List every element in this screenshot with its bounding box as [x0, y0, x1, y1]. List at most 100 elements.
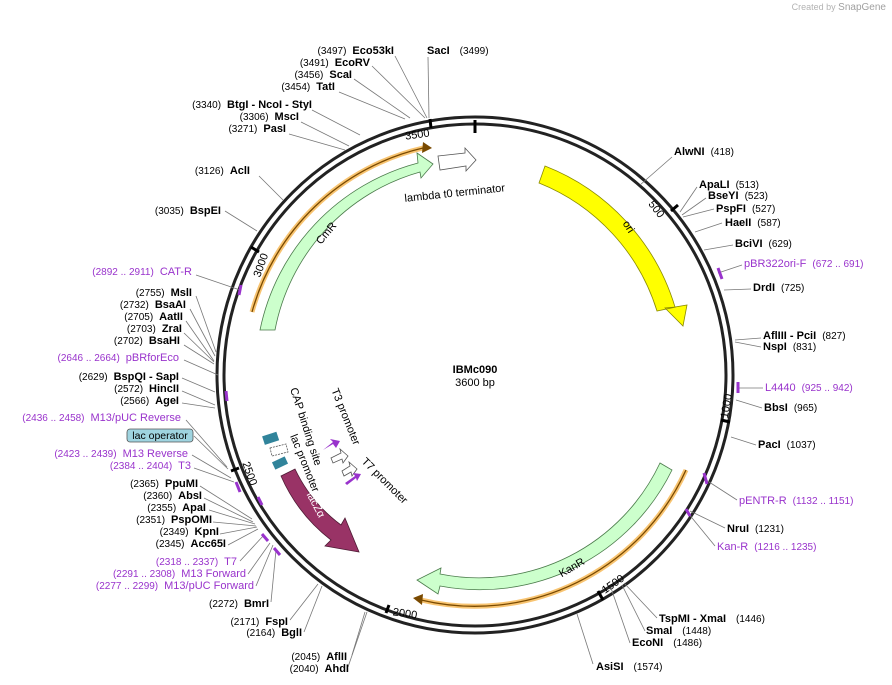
- enzyme-drdi[interactable]: DrdI(725): [753, 282, 804, 294]
- primer-pentr-r[interactable]: pENTR-R(1132 .. 1151): [739, 495, 853, 507]
- enzyme-bseyi[interactable]: BseYI(523): [708, 190, 768, 202]
- enzyme-aflii[interactable]: (2045)AflII: [291, 651, 347, 663]
- tick-1000-mark: [720, 418, 731, 424]
- primer-cat-r[interactable]: (2892 .. 2911)CAT-R: [92, 266, 192, 278]
- leader-pentr: [705, 479, 738, 501]
- enzyme-kpni[interactable]: (2349)KpnI: [160, 526, 219, 538]
- leader-acli: [258, 175, 284, 201]
- leader-bspei: [224, 210, 258, 232]
- primer-l4440[interactable]: L4440(925 .. 942): [765, 382, 853, 394]
- primer-m13puc-forward[interactable]: (2277 .. 2299)M13/pUC Forward: [96, 580, 254, 592]
- plasmid-name: IBMc090: [453, 364, 498, 376]
- enzyme-smai[interactable]: SmaI(1448): [646, 625, 711, 637]
- enzyme-nrui[interactable]: NruI(1231): [727, 523, 784, 535]
- enzyme-asisi[interactable]: AsiSI(1574): [596, 661, 662, 673]
- enzyme-bsahi[interactable]: (2702)BsaHI: [114, 335, 180, 347]
- enzyme-haeii[interactable]: HaeII(587): [725, 217, 781, 229]
- enzyme-bsaai[interactable]: (2732)BsaAI: [120, 299, 186, 311]
- left-labels: (2892 .. 2911)CAT-R (2755)MslI (2732)Bsa…: [22, 266, 302, 639]
- t3-white-arrow: [330, 447, 349, 464]
- leader-bseyi: [681, 197, 707, 216]
- enzyme-acc65i[interactable]: (2345)Acc65I: [156, 538, 226, 550]
- enzyme-hincii[interactable]: (2572)HincII: [114, 383, 179, 395]
- t3-promoter-arrow: [323, 439, 340, 450]
- enzyme-bspei[interactable]: (3035)BspEI: [155, 205, 221, 217]
- primer-t7[interactable]: (2318 .. 2337)T7: [156, 556, 237, 568]
- primer-m13puc-reverse[interactable]: (2436 .. 2458)M13/pUC Reverse: [22, 412, 181, 424]
- enzyme-bbsi[interactable]: BbsI(965): [764, 402, 817, 414]
- enzyme-apai[interactable]: (2355)ApaI: [147, 502, 206, 514]
- leader-kanr-primer: [687, 512, 716, 547]
- enzyme-alwni[interactable]: AlwNI(418): [674, 146, 734, 158]
- primer-pbr322orif-mark: [716, 267, 724, 280]
- enzyme-msli[interactable]: (2755)MslI: [136, 287, 192, 299]
- leader-pspomi: [212, 521, 257, 527]
- enzyme-ppumi[interactable]: (2365)PpuMI: [130, 478, 198, 490]
- enzyme-agei[interactable]: (2566)AgeI: [120, 395, 179, 407]
- enzyme-msci[interactable]: (3306)MscI: [240, 111, 299, 123]
- leader-t3: [193, 467, 235, 483]
- enzyme-econi[interactable]: EcoNI(1486): [632, 637, 702, 649]
- cmr-feature: [259, 152, 434, 331]
- cmr-orf-arrowhead: [422, 142, 432, 153]
- leader-agei: [181, 402, 216, 409]
- enzyme-tspmi-xmai[interactable]: TspMI - XmaI(1446): [659, 613, 765, 625]
- enzyme-aatii[interactable]: (2705)AatII: [124, 311, 183, 323]
- primer-m13-reverse[interactable]: (2423 .. 2439)M13 Reverse: [54, 448, 188, 460]
- enzyme-fspi[interactable]: (2171)FspI: [230, 616, 288, 628]
- enzyme-bcivi[interactable]: BciVI(629): [735, 238, 792, 250]
- enzyme-bmri[interactable]: (2272)BmrI: [209, 598, 269, 610]
- primer-m13fwd-mark: [272, 547, 282, 556]
- primer-t3[interactable]: (2384 .. 2404)T3: [110, 460, 191, 472]
- primer-catr-mark: [237, 284, 243, 296]
- leader-kpni: [219, 526, 258, 535]
- enzyme-apali[interactable]: ApaLI(513): [699, 179, 759, 191]
- primer-kan-r[interactable]: Kan-R(1216 .. 1235): [717, 541, 816, 553]
- enzyme-tati[interactable]: (3454)TatI: [281, 81, 335, 93]
- enzyme-paci[interactable]: PacI(1037): [758, 439, 816, 451]
- primer-m13-forward[interactable]: (2291 .. 2308)M13 Forward: [113, 568, 246, 580]
- leader-ecorv: [371, 65, 426, 119]
- t7-white-arrow: [341, 460, 358, 477]
- ori-label: ori: [620, 219, 637, 236]
- backbone-outer: [215, 115, 735, 635]
- leader-absi: [203, 497, 254, 523]
- enzyme-ahdi[interactable]: (2040)AhdI: [290, 663, 349, 675]
- enzyme-absi[interactable]: (2360)AbsI: [143, 490, 202, 502]
- enzyme-nspi[interactable]: NspI(831): [763, 341, 816, 353]
- tick-1500-mark: [596, 590, 605, 601]
- enzyme-bspqi-sapi[interactable]: (2629)BspQI - SapI: [79, 371, 179, 383]
- primer-pbr322orif[interactable]: pBR322ori-F(672 .. 691): [744, 258, 864, 270]
- enzyme-saci[interactable]: SacI(3499): [427, 45, 489, 57]
- leader-paci: [730, 436, 757, 446]
- primer-marks: [224, 267, 740, 556]
- enzyme-scai[interactable]: (3456)ScaI: [294, 69, 352, 81]
- primer-m13pucrev-mark: [234, 481, 242, 493]
- tick-2000: 2000: [392, 606, 418, 621]
- enzyme-afliii-pcii[interactable]: AflIII - PciI(827): [763, 330, 846, 342]
- primer-pbrforeco-mark: [224, 390, 229, 402]
- enzyme-eco53ki[interactable]: (3497)Eco53kI: [318, 45, 395, 57]
- leader-bsahi: [183, 344, 215, 365]
- enzyme-bgli[interactable]: (2164)BglI: [246, 627, 302, 639]
- leader-lacop: [193, 435, 229, 470]
- enzyme-acli[interactable]: (3126)AclI: [195, 165, 250, 177]
- leader-msci: [300, 121, 350, 147]
- enzyme-zrai[interactable]: (2703)ZraI: [127, 323, 182, 335]
- enzyme-pasi[interactable]: (3271)PasI: [228, 123, 286, 135]
- leader-sapi: [181, 377, 216, 393]
- primer-pbrforeco[interactable]: (2646 .. 2664)pBRforEco: [58, 352, 179, 364]
- terminator-feature: [437, 146, 477, 173]
- leader-econi: [610, 587, 631, 644]
- leader-afliii: [734, 337, 762, 341]
- enzyme-pspfi[interactable]: PspFI(527): [716, 203, 775, 215]
- enzyme-ecorv[interactable]: (3491)EcoRV: [300, 57, 371, 69]
- leader-tati: [338, 91, 406, 120]
- leader-ahdi: [347, 611, 368, 668]
- leader-pbrforeco: [183, 359, 219, 376]
- lac-operator-label[interactable]: lac operator: [132, 430, 188, 442]
- leader-bmri: [270, 549, 277, 603]
- enzyme-pspomi[interactable]: (2351)PspOMI: [136, 514, 212, 526]
- enzyme-btgi-ncoi-styi[interactable]: (3340)BtgI - NcoI - StyI: [192, 99, 312, 111]
